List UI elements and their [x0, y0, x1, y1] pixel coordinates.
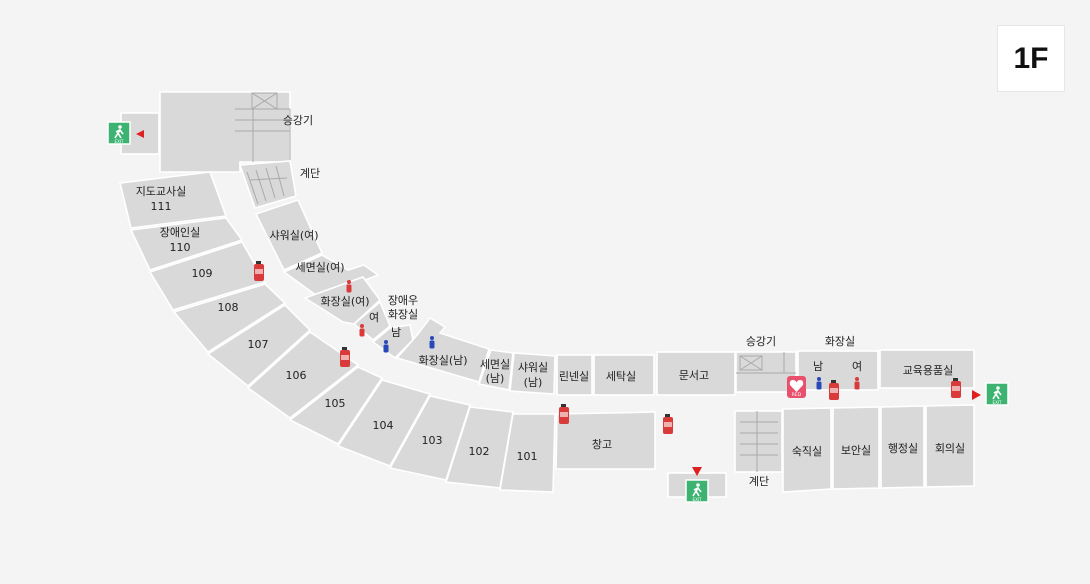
meeting-room	[925, 404, 975, 488]
aed-text: RED	[792, 392, 802, 398]
room-102-number: 102	[469, 445, 490, 458]
admin-office	[880, 405, 925, 489]
fire-extinguisher-icon-4	[663, 414, 673, 434]
room-106-number: 106	[286, 369, 307, 382]
male-icon-3	[816, 377, 822, 390]
female-icon-3	[854, 377, 860, 390]
laundry-room	[593, 354, 655, 396]
room-109	[148, 241, 267, 311]
male-icon-2	[429, 336, 435, 349]
fire-extinguisher-icon-3	[559, 404, 569, 424]
elevator-label-east: 승강기	[746, 335, 776, 348]
room-108	[172, 283, 287, 354]
stairs-east	[734, 410, 783, 473]
room-110-number: 110	[170, 241, 191, 254]
room-102	[444, 406, 514, 489]
shower-room-female	[254, 199, 324, 272]
washroom-male-label-2: (남)	[486, 372, 505, 385]
exit-arrow-east	[972, 390, 981, 400]
floor-badge: 1F	[997, 25, 1065, 92]
stairs-nw-lines	[246, 165, 288, 205]
linen-label: 린넨실	[559, 370, 589, 383]
restroom-female-label: 화장실(여)	[320, 295, 369, 308]
room-101-number: 101	[517, 450, 538, 463]
washroom-female-label: 세면실(여)	[295, 261, 344, 274]
restroom-east-female-label: 여	[852, 360, 862, 373]
security-label: 보안실	[841, 444, 871, 457]
shower-female-label: 샤워실(여)	[269, 229, 318, 242]
room-108-number: 108	[218, 301, 239, 314]
shower-male-label-2: (남)	[524, 376, 543, 389]
exit-text-south: EXIT	[693, 497, 702, 502]
stairs-nw	[238, 160, 297, 209]
room-110	[129, 217, 244, 271]
fire-extinguisher-icon-2	[340, 347, 350, 367]
female-icon-2	[359, 324, 365, 337]
linen-room	[556, 354, 593, 396]
room-105	[288, 366, 384, 446]
meeting-label: 회의실	[935, 442, 965, 455]
night-duty-label: 숙직실	[792, 445, 822, 458]
accessible-restroom-label-2: 화장실	[388, 308, 418, 321]
room-111-name: 지도교사실	[136, 185, 187, 198]
accessible-restroom-label-1: 장애우	[388, 294, 418, 307]
accessible-female-label: 여	[369, 311, 379, 324]
room-107	[206, 303, 312, 388]
restroom-east-label: 화장실	[825, 335, 855, 348]
room-104	[336, 379, 432, 467]
stairs-label-east: 계단	[749, 475, 769, 488]
washroom-male-label-1: 세면실	[480, 358, 510, 371]
exit-text-nw: EXIT	[115, 139, 124, 144]
accessible-restroom-male	[371, 324, 414, 360]
accessible-male-label: 남	[391, 326, 401, 339]
storage-label: 창고	[592, 438, 612, 451]
archive-room	[656, 351, 736, 396]
elevator-room-nw	[159, 91, 291, 173]
female-icon-1	[346, 280, 352, 293]
exit-arrow-south	[692, 467, 702, 476]
exit-text-east: EXIT	[993, 400, 1002, 405]
room-111	[119, 171, 228, 229]
restroom-east-male-label: 남	[813, 360, 823, 373]
male-icon-1	[383, 340, 389, 353]
restroom-male-label: 화장실(남)	[418, 354, 467, 367]
room-104-number: 104	[373, 419, 394, 432]
room-105-number: 105	[325, 397, 346, 410]
room-103	[388, 395, 472, 481]
security-room	[832, 406, 880, 490]
room-107-number: 107	[248, 338, 269, 351]
storage-room	[555, 411, 656, 470]
stairs-east-lines	[740, 411, 778, 472]
archive-label: 문서고	[679, 369, 709, 382]
shower-male-label-1: 샤워실	[518, 361, 548, 374]
room-103-number: 103	[422, 434, 443, 447]
shower-room-male	[509, 352, 556, 395]
room-106	[246, 330, 360, 419]
room-109-number: 109	[192, 267, 213, 280]
elevator-label-nw: 승강기	[283, 114, 313, 127]
room-110-name: 장애인실	[160, 226, 200, 239]
washroom-male	[477, 349, 514, 391]
admin-label: 행정실	[888, 442, 918, 455]
room-111-number: 111	[151, 200, 172, 213]
stairs-label-nw: 계단	[300, 167, 320, 180]
laundry-label: 세탁실	[606, 370, 636, 383]
exit-arrow-nw	[136, 130, 144, 138]
night-duty-room	[782, 407, 832, 493]
elevator-symbol-east	[739, 355, 763, 371]
elevator-room-east	[735, 351, 797, 393]
edu-supply-label: 교육용품실	[903, 364, 954, 377]
restroom-male	[395, 316, 490, 383]
room-101	[499, 413, 556, 493]
